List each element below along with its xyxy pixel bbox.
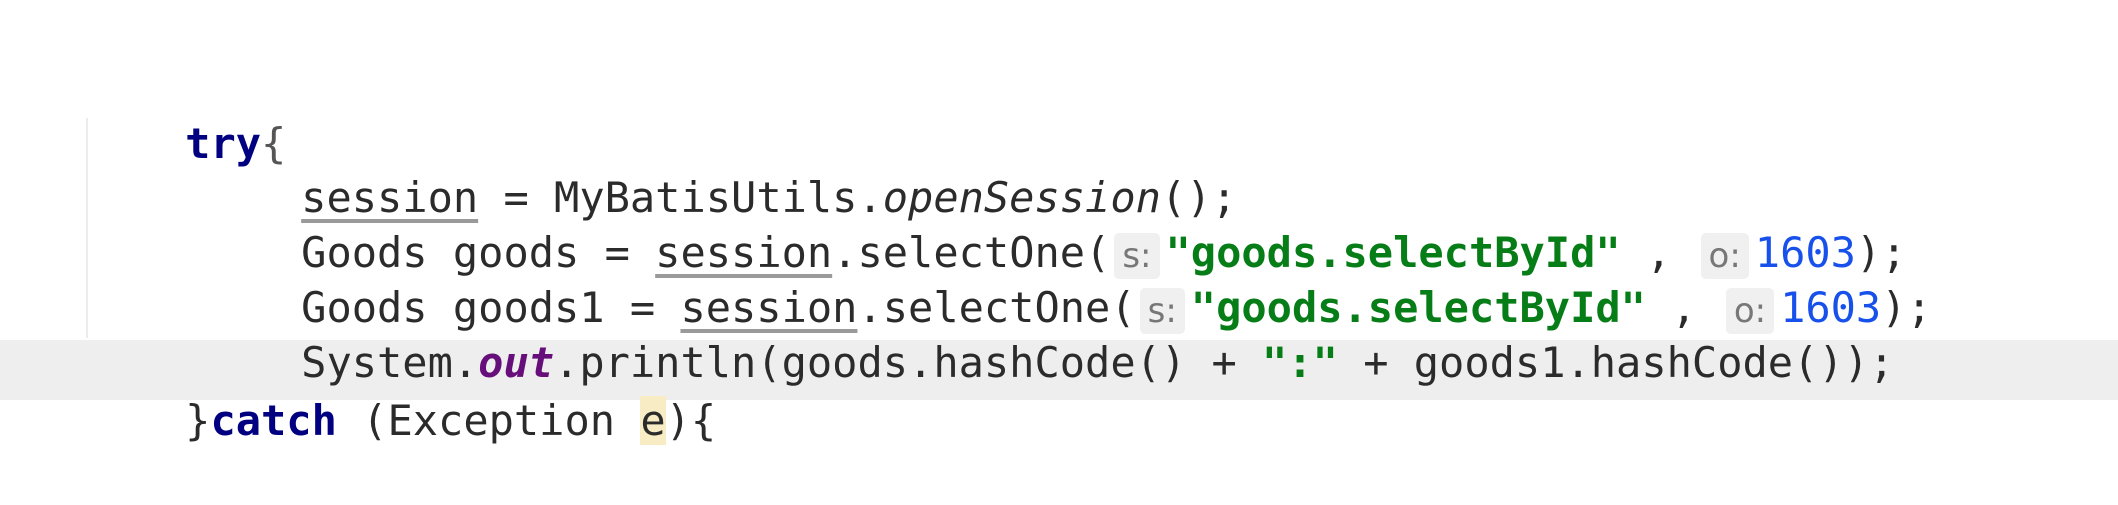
string-literal: "goods.selectById" [1190,283,1646,332]
code-line-4[interactable]: Goods goods1 = session.selectOne(s:"good… [200,224,1932,334]
code-line-1[interactable]: try{ [84,60,286,168]
code-text: ); [1855,228,1907,277]
number-literal: 1603 [1780,283,1882,332]
code-text: Goods goods1 = [301,283,681,332]
code-text: , [1620,228,1697,277]
code-text: , [1645,283,1722,332]
code-text: (); [1160,173,1237,222]
code-text: ); [1881,283,1932,332]
code-text: ){ [665,396,717,445]
code-line-3[interactable]: Goods goods = session.selectOne(s:"goods… [200,169,1907,279]
string-literal: "goods.selectById" [1165,228,1621,277]
code-line-5[interactable]: System.out.println(goods.hashCode() + ":… [200,279,1894,387]
parameter-hint-o: o: [1700,232,1749,279]
exception-param: e [640,396,666,445]
code-text: .selectOne( [857,283,1136,332]
parameter-hint-o: o: [1725,287,1775,334]
keyword-catch: catch [210,396,337,445]
current-line-highlight [0,340,2118,400]
code-text: (Exception [336,396,641,445]
indent-guide [86,118,88,338]
code-text: .selectOne( [832,228,1111,277]
session-variable: session [680,283,858,332]
string-literal: ":" [1262,338,1338,387]
parameter-hint-s: s: [1114,232,1160,279]
code-text: .println(goods.hashCode() + [554,338,1263,387]
code-editor[interactable]: try{ session = MyBatisUtils.openSession(… [0,0,2118,445]
code-text: Goods goods = [301,228,656,277]
keyword-try: try [185,119,262,168]
brace-open: { [261,119,287,168]
code-line-2[interactable]: session = MyBatisUtils.openSession(); [200,114,1237,222]
code-text: + goods1.hashCode()); [1337,338,1895,387]
session-variable: session [655,228,833,277]
method-open-session: openSession [882,173,1161,222]
brace-close: } [185,396,211,445]
session-variable: session [301,173,479,222]
number-literal: 1603 [1754,228,1856,277]
parameter-hint-s: s: [1139,287,1185,334]
code-line-6[interactable]: }catch (Exception e){ [84,337,716,445]
code-text: System. [301,338,479,387]
static-field-out: out [478,338,555,387]
code-text: = MyBatisUtils. [478,173,883,222]
